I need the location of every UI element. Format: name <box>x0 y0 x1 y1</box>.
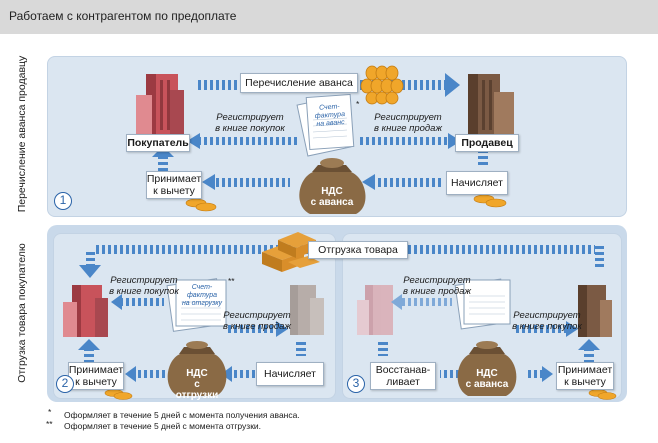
footnote-mark-1: * <box>48 407 52 417</box>
arrow-bag-to-accept-2 <box>125 366 166 382</box>
charge-box-2: Начисляет <box>256 362 324 386</box>
accept-label-2: Принимает к вычету <box>68 364 124 388</box>
arrow-charge-to-bag-1 <box>362 174 443 190</box>
arrow-to-seller-2 <box>228 321 288 337</box>
buyer-building-icon-2 <box>63 285 108 337</box>
shipment-label: Отгрузка товара <box>318 244 398 256</box>
invoice-mark-2: ** <box>228 276 235 286</box>
seller-label: Продавец <box>461 137 513 149</box>
transfer-label: Перечисление аванса <box>245 77 353 89</box>
arrow-up-seller-3 <box>578 339 600 362</box>
coins-small-icon-1b <box>473 194 507 208</box>
seller-building-icon-2 <box>290 285 324 335</box>
footnote-mark-2: ** <box>46 419 53 429</box>
money-bag-icon-2 <box>167 341 227 396</box>
invoice-mark-1: * <box>356 99 360 109</box>
buyer-registers-label-1: Регистрирует в книге покупок <box>215 112 285 134</box>
arrow-to-buyer-3 <box>391 294 452 310</box>
arrow-to-seller-1 <box>358 133 461 149</box>
accept-label-1: Принимает к вычету <box>146 173 202 197</box>
invoice-doc-icon-2 <box>166 278 227 332</box>
vat-label-2: НДС с отгрузки <box>175 368 219 401</box>
vat-label-1: НДС с аванса <box>310 186 354 208</box>
arrow-bag-to-accept-3 <box>528 366 553 382</box>
restore-box-3: Восстанав- ливает <box>370 362 436 390</box>
buyer-building-icon-3 <box>357 285 393 335</box>
coins-icon <box>360 65 404 105</box>
accept-label-3: Принимает к вычету <box>557 364 613 388</box>
invoice-doc-icon-3 <box>454 278 511 330</box>
buyer-building-icon <box>136 74 184 136</box>
title-bar: Работаем с контрагентом по предоплате <box>0 0 658 34</box>
seller-registers-label-2: Регистрирует в книге продаж <box>223 310 291 332</box>
arrow-to-buyer-2 <box>111 294 164 310</box>
seller-registers-label-3: Регистрирует в книге продаж <box>403 275 471 297</box>
arrow-bag-to-accept-1 <box>202 174 290 190</box>
buyer-label-box: Покупатель <box>126 134 190 152</box>
step-number-1: 1 <box>54 192 72 210</box>
arrow-up-buyer-2 <box>78 339 100 362</box>
restore-label-3: Восстанав- ливает <box>375 364 431 388</box>
page-title: Работаем с контрагентом по предоплате <box>9 9 237 23</box>
charge-label-2: Начисляет <box>264 368 316 380</box>
arrow-charge-to-bag-2 <box>221 366 256 382</box>
arrow-to-seller-3 <box>516 321 578 337</box>
seller-label-box: Продавец <box>455 134 519 152</box>
money-bag-icon-3 <box>457 341 517 396</box>
accept-box-3: Принимает к вычету <box>556 362 614 390</box>
transfer-label-box: Перечисление аванса <box>240 73 358 93</box>
charge-label-1: Начисляет <box>451 177 503 189</box>
invoice-doc-icon-1 <box>296 93 355 157</box>
arrow-down-seller-1 <box>478 152 488 168</box>
seller-registers-label-1: Регистрирует в книге продаж <box>374 112 442 134</box>
footnote-text-1: Оформляет в течение 5 дней с момента пол… <box>64 410 300 420</box>
coins-small-icon-2 <box>104 389 133 400</box>
seller-building-icon-3 <box>578 285 612 337</box>
arrow-up-buyer-3 <box>378 342 388 356</box>
arrow-down-seller-2 <box>296 342 306 356</box>
invoice-label-1: Счет-фактура на аванс <box>314 103 346 128</box>
vat-label-3: НДС с аванса <box>465 368 509 390</box>
coins-small-icon-1a <box>185 198 217 212</box>
buyer-label: Покупатель <box>127 137 189 149</box>
seller-building-icon <box>468 74 514 136</box>
shipment-label-box: Отгрузка товара <box>308 241 408 259</box>
footnote-text-2: Оформляет в течение 5 дней с момента отг… <box>64 421 262 431</box>
step-number-3: 3 <box>347 375 365 393</box>
invoice-label-2: Счет-фактура на отгрузку <box>181 284 223 307</box>
buyer-registers-label-2: Регистрирует в книге покупок <box>109 275 179 297</box>
buyer-registers-label-3: Регистрирует в книге покупок <box>512 310 582 332</box>
accept-box-1: Принимает к вычету <box>146 171 202 199</box>
step-number-2: 2 <box>56 375 74 393</box>
money-bag-icon-1 <box>299 158 366 214</box>
arrow-to-buyer-1 <box>187 133 300 149</box>
accept-box-2: Принимает к вычету <box>68 362 124 390</box>
coins-small-icon-3 <box>588 389 617 400</box>
charge-box-1: Начисляет <box>446 171 508 195</box>
